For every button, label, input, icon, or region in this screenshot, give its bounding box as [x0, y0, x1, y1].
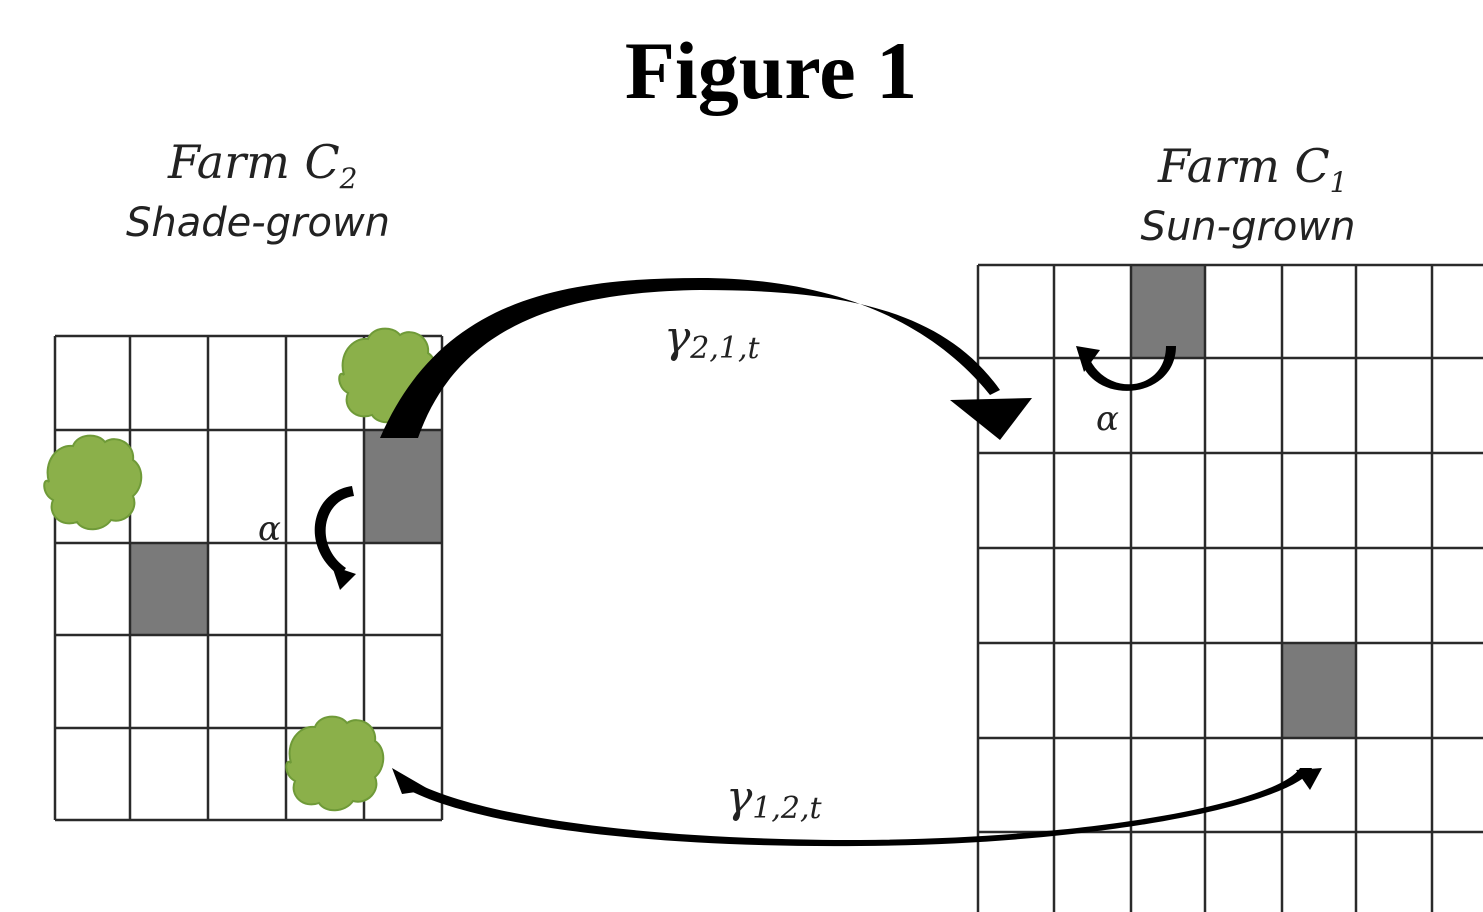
farm-right-grid-lines: [976, 263, 1483, 912]
transition-top-symbol: γ: [664, 312, 691, 363]
infected-cell: [130, 543, 208, 635]
shade-tree-icon: [285, 715, 385, 812]
farm-left-type: Shade-grown: [126, 200, 390, 246]
transition-top-label: γ2,1,t: [664, 312, 761, 366]
farm-left-name: Farm C2: [167, 135, 357, 195]
transition-top-subscript: 2,1,t: [689, 331, 760, 366]
transition-bottom-subscript: 1,2,t: [752, 791, 822, 826]
farm-right-type: Sun-grown: [1141, 204, 1356, 250]
infected-cell: [1131, 265, 1205, 358]
farm-right-name-main: Farm C: [1157, 139, 1330, 193]
alpha-loop-arrow-left: [314, 486, 356, 590]
alpha-label-right: α: [1096, 399, 1119, 439]
infected-cell: [1282, 643, 1356, 738]
figure-title: Figure 1: [625, 25, 917, 116]
farm-right-name: Farm C1: [1157, 139, 1347, 199]
alpha-label-left: α: [258, 509, 281, 549]
farm-right-name-sub: 1: [1330, 166, 1348, 199]
transition-bottom-symbol: γ: [726, 772, 753, 823]
farm-right-grid: [976, 263, 1483, 912]
transition-arrow-1-to-2: [392, 768, 1322, 847]
farm-left-name-sub: 2: [339, 162, 358, 195]
infected-cell: [364, 430, 442, 543]
farm-left-grid: [53, 334, 444, 822]
farm-left-grid-lines: [53, 334, 444, 822]
transition-bottom-label: γ1,2,t: [726, 772, 823, 826]
shade-tree-icon: [43, 434, 143, 531]
farm-left-name-main: Farm C: [167, 135, 340, 189]
transition-arrow-2-to-1: [380, 278, 1032, 440]
alpha-loop-arrow-right: [1076, 346, 1176, 391]
